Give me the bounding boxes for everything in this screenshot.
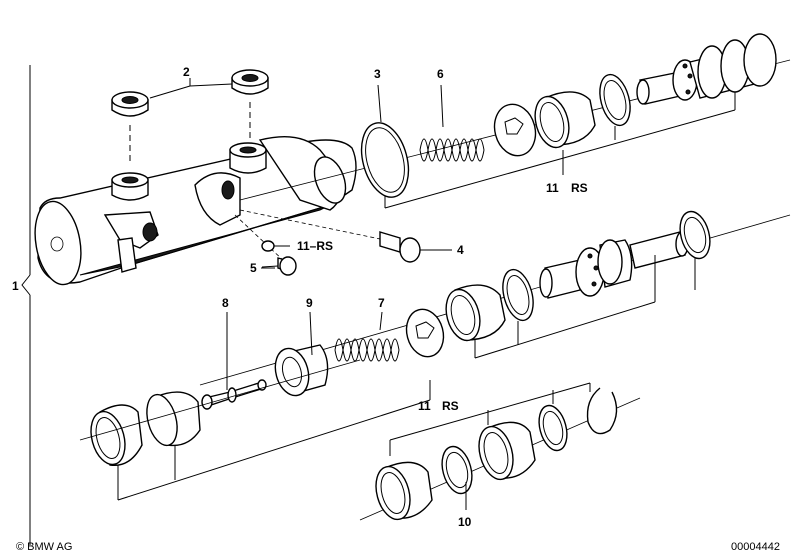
repair-kit-bracket-lower-right [389,382,591,456]
cup-seal-lower-left [90,404,143,467]
spring-middle [334,338,400,362]
label-7: 7 [378,296,385,310]
washer-middle [502,268,534,322]
label-11-rs-middle: 11–RS [297,239,333,253]
label-11-lower: 11 [418,399,431,413]
label-11-upper: 11 [546,181,559,195]
cup-seal-upper [534,91,596,149]
label-3: 3 [374,67,381,81]
lower-left-axis-line [79,359,361,441]
grommet-left [111,91,149,117]
primary-piston-upper [636,33,777,105]
circlip [586,387,618,435]
o-ring-upper [360,122,410,198]
check-valve-plug [234,214,297,276]
secondary-piston [539,231,689,299]
drawing-number: 00004442 [731,541,780,553]
cup-seal-lower-right-2 [478,421,536,481]
washer-right-middle [679,210,711,260]
label-6: 6 [437,67,444,81]
repair-kit-bracket-lower-left [117,380,431,501]
repair-kit-bracket-middle [474,255,696,359]
repair-kit-bracket-upper [384,92,736,209]
washer-lower-right [441,445,473,495]
cup-seal-lower-left-2 [146,391,201,447]
label-leaders [226,84,467,510]
stop-pin [201,379,267,410]
label-1: 1 [12,279,19,293]
cup-seal-middle [445,284,506,342]
grommet-leaders [129,78,251,165]
group-bracket-1 [21,65,31,545]
master-cylinder-housing [34,135,357,286]
cup-seal-lower-right [375,461,433,521]
spring-retainer-middle [405,308,445,358]
washer-lower-right-2 [538,404,568,452]
label-rs-lower: RS [442,399,459,413]
label-5: 5 [250,261,257,275]
spring-upper [419,138,485,162]
bleed-screw [239,209,452,263]
grommet-right [231,69,269,95]
washer-upper [599,73,631,127]
spring-retainer-upper [493,103,537,157]
stop-sleeve [274,344,329,397]
label-rs-upper: RS [571,181,588,195]
label-8: 8 [222,296,229,310]
label-2: 2 [183,65,190,79]
label-10: 10 [458,515,472,529]
label-4: 4 [457,243,464,257]
copyright-text: © BMW AG [16,541,72,553]
label-9: 9 [306,296,313,310]
